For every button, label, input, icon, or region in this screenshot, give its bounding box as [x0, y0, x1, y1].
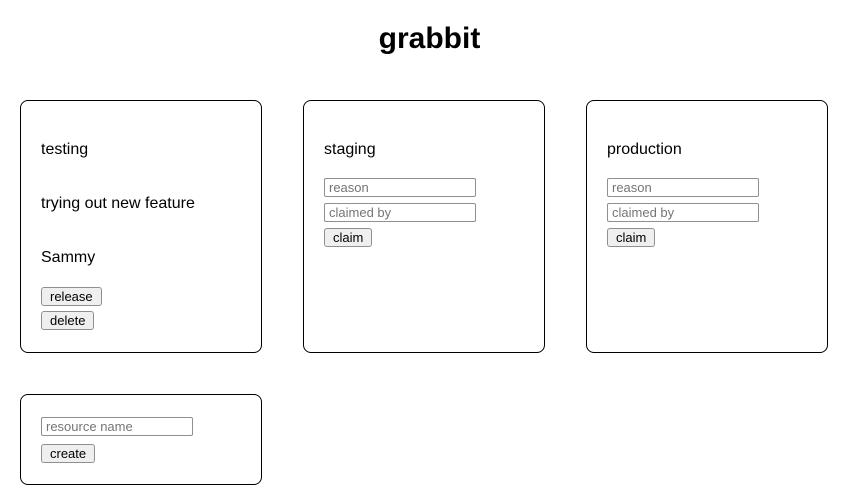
resource-name-label: staging — [324, 141, 376, 158]
resource-card-staging: staging claim — [303, 100, 545, 353]
delete-button[interactable]: delete — [41, 311, 95, 330]
create-button[interactable]: create — [41, 444, 96, 463]
resource-card-production: production claim — [586, 100, 828, 353]
claim-button[interactable]: claim — [607, 228, 656, 247]
resources-row: testing trying out new feature Sammy rel… — [20, 100, 859, 353]
reason-input[interactable] — [324, 178, 476, 197]
claimed-by-input[interactable] — [324, 203, 476, 222]
claimed-by-input[interactable] — [607, 203, 759, 222]
create-resource-card: create — [20, 394, 262, 485]
resource-name-label: production — [607, 141, 682, 158]
claim-button[interactable]: claim — [324, 228, 373, 247]
resource-name-input[interactable] — [41, 417, 193, 436]
claim-reason-label: trying out new feature — [41, 195, 195, 212]
resource-card-testing: testing trying out new feature Sammy rel… — [20, 100, 262, 353]
resource-name-label: testing — [41, 141, 89, 158]
reason-input[interactable] — [607, 178, 759, 197]
create-row: create — [20, 394, 859, 485]
release-button[interactable]: release — [41, 287, 102, 306]
claimed-by-label: Sammy — [41, 249, 96, 266]
page-title: grabbit — [378, 22, 481, 55]
